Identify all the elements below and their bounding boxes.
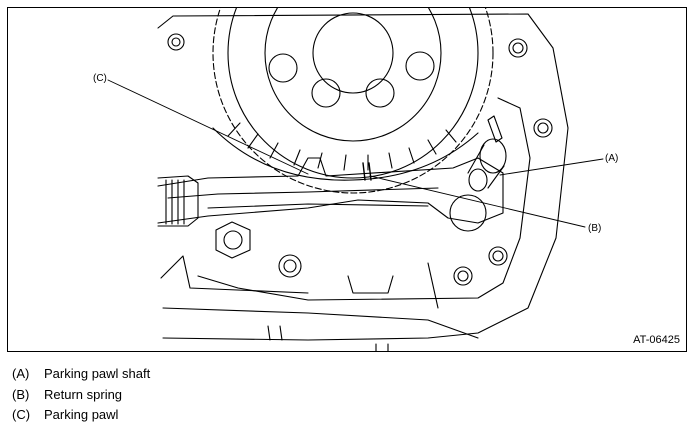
leader-a (499, 158, 604, 176)
legend-text: Parking pawl shaft (44, 366, 151, 381)
legend-text: Return spring (44, 386, 123, 402)
legend-item: (A) Parking pawl shaft (12, 364, 150, 385)
leader-c (107, 79, 309, 175)
large-gear-outer (212, 8, 494, 194)
housing-inner-flange (197, 97, 531, 301)
large-gear-hub (264, 8, 442, 142)
figure-id: AT-06425 (633, 334, 680, 346)
bolt-left (157, 175, 199, 227)
parking-pawl-body (157, 157, 504, 224)
legend-key: (B) (12, 386, 30, 402)
legend-key: (C) (12, 407, 31, 422)
callout-c: (C) (93, 73, 107, 84)
legend-key: (A) (12, 366, 30, 381)
callout-a: (A) (605, 153, 619, 164)
legend-item: (C) Parking pawl (12, 405, 150, 426)
legend-item: (B) Return spring (12, 385, 150, 406)
transmission-illustration (107, 8, 604, 351)
parking-pawl-shaft (479, 138, 507, 174)
return-spring (362, 162, 372, 181)
housing-outline (157, 13, 569, 341)
hex-bolt (215, 221, 251, 259)
legend: (A) Parking pawl shaft (B) Return spring… (12, 364, 150, 426)
illustration-frame: (C) (A) (B) AT-06425 (7, 7, 687, 352)
leader-b (369, 175, 586, 228)
legend-text: Parking pawl (44, 407, 119, 422)
callout-b: (B) (588, 223, 602, 234)
large-gear-body (227, 8, 479, 179)
